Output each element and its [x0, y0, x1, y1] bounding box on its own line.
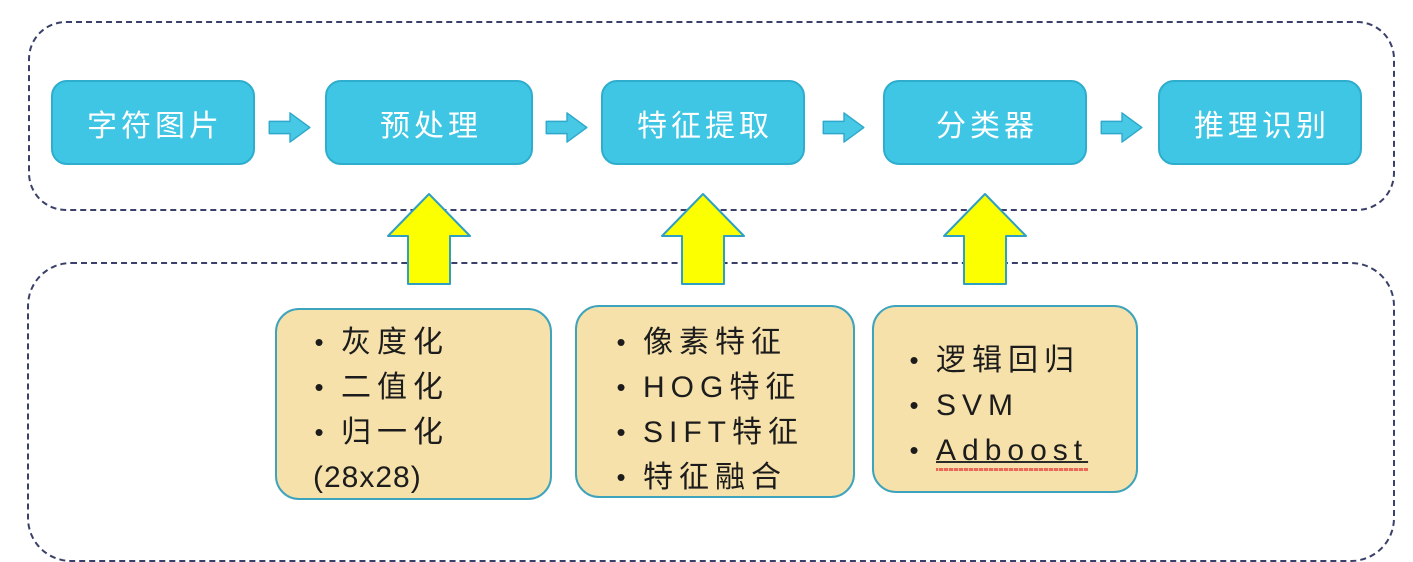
list-item: • 逻辑回归: [892, 338, 1136, 383]
detail-box-classifier-algorithms: • 逻辑回归 • SVM • Adboost: [872, 305, 1138, 493]
list-item: • SIFT特征: [599, 410, 853, 455]
step-label: 分类器: [936, 109, 1038, 143]
step-box-inference-recognition: 推理识别: [1158, 80, 1362, 165]
step-box-feature-extraction: 特征提取: [601, 80, 805, 165]
list-item-label: SIFT特征: [643, 416, 804, 449]
bullet-marker: •: [314, 417, 324, 447]
list-item-label: 二值化: [341, 371, 449, 404]
right-arrow-icon: [1100, 112, 1143, 143]
list-item: • HOG特征: [599, 365, 853, 410]
right-arrow-icon: [545, 112, 588, 143]
bullet-marker: •: [616, 327, 626, 357]
list-item-label: 像素特征: [643, 326, 787, 359]
list-item: • 归一化: [297, 410, 550, 455]
list-item: • SVM: [892, 383, 1136, 428]
step-label: 字符图片: [87, 109, 223, 143]
bullet-marker: •: [909, 345, 919, 375]
list-item: • 像素特征: [599, 320, 853, 365]
bullet-marker: •: [616, 417, 626, 447]
list-item-label: 特征融合: [643, 461, 787, 494]
right-arrow-icon: [822, 112, 865, 143]
list-item-label-misspelled: Adboost: [936, 428, 1089, 473]
bullet-marker: •: [909, 390, 919, 420]
step-label: 特征提取: [637, 109, 773, 143]
list-item-label: SVM: [936, 389, 1020, 422]
up-arrow-icon: [943, 193, 1027, 285]
step-box-classifier: 分类器: [883, 80, 1087, 165]
size-note: (28x28): [313, 461, 422, 494]
step-box-character-image: 字符图片: [51, 80, 255, 165]
bullet-marker: •: [616, 462, 626, 492]
right-arrow-icon: [268, 112, 311, 143]
step-box-preprocessing: 预处理: [325, 80, 533, 165]
bullet-list: • 逻辑回归 • SVM • Adboost: [874, 307, 1136, 473]
detail-box-feature-types: • 像素特征 • HOG特征 • SIFT特征 • 特征融合: [575, 305, 855, 498]
list-item: • Adboost: [892, 428, 1136, 473]
bullet-list: • 像素特征 • HOG特征 • SIFT特征 • 特征融合: [577, 307, 853, 496]
list-item-label: 归一化: [341, 416, 449, 449]
diagram-canvas: 字符图片 预处理 特征提取 分类器 推理识别 • 灰度化: [27, 21, 1395, 562]
bullet-marker: •: [314, 372, 324, 402]
bullet-marker: •: [909, 435, 919, 465]
list-item: • 特征融合: [599, 455, 853, 496]
up-arrow-icon: [387, 193, 471, 285]
bullet-list: • 灰度化 • 二值化 • 归一化: [277, 310, 550, 455]
list-item: • 二值化: [297, 365, 550, 410]
step-label: 推理识别: [1194, 109, 1330, 143]
bullet-marker: •: [616, 372, 626, 402]
step-label: 预处理: [380, 109, 482, 143]
list-item-label: 灰度化: [341, 326, 449, 359]
up-arrow-icon: [661, 193, 745, 285]
detail-box-preprocessing-methods: • 灰度化 • 二值化 • 归一化 (28x28): [275, 308, 552, 500]
list-item: • 灰度化: [297, 320, 550, 365]
list-item-label: 逻辑回归: [936, 344, 1080, 377]
bullet-marker: •: [314, 327, 324, 357]
list-item-label: HOG特征: [643, 371, 802, 404]
